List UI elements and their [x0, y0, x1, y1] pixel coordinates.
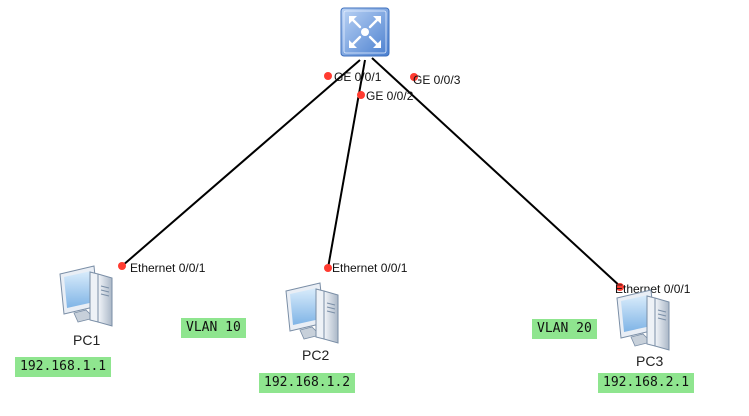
- pc3-icon[interactable]: [616, 289, 670, 351]
- vlan-10-tag: VLAN 10: [181, 318, 246, 338]
- link-switch-pc3[interactable]: [371, 57, 623, 289]
- port-dot-pc3: [616, 283, 624, 291]
- port-label-pc3: Ethernet 0/0/1: [615, 282, 691, 296]
- port-label-ge003: GE 0/0/3: [413, 73, 461, 87]
- port-dot-pc2: [324, 264, 332, 272]
- pc1-ip-tag: 192.168.1.1: [15, 357, 112, 377]
- pc3-name: PC3: [636, 353, 664, 369]
- l3-switch-icon[interactable]: [340, 7, 390, 57]
- link-switch-pc2[interactable]: [327, 59, 366, 269]
- pc1-name: PC1: [73, 332, 101, 348]
- pc3-ip-tag: 192.168.2.1: [598, 373, 695, 393]
- pc2-name: PC2: [302, 347, 330, 363]
- pc2-ip-tag: 192.168.1.2: [259, 373, 356, 393]
- port-label-ge001: GE 0/0/1: [334, 70, 382, 84]
- port-label-ge002: GE 0/0/2: [366, 89, 414, 103]
- port-dot-ge002: [357, 91, 365, 99]
- port-label-pc2: Ethernet 0/0/1: [332, 261, 408, 275]
- port-dot-ge003: [410, 73, 418, 81]
- port-dot-pc1: [118, 262, 126, 270]
- port-label-pc1: Ethernet 0/0/1: [130, 261, 206, 275]
- pc1-icon[interactable]: [59, 265, 113, 327]
- port-dot-ge001: [324, 72, 332, 80]
- link-switch-pc1[interactable]: [121, 59, 361, 267]
- vlan-20-tag: VLAN 20: [532, 319, 597, 339]
- pc2-icon[interactable]: [285, 282, 339, 344]
